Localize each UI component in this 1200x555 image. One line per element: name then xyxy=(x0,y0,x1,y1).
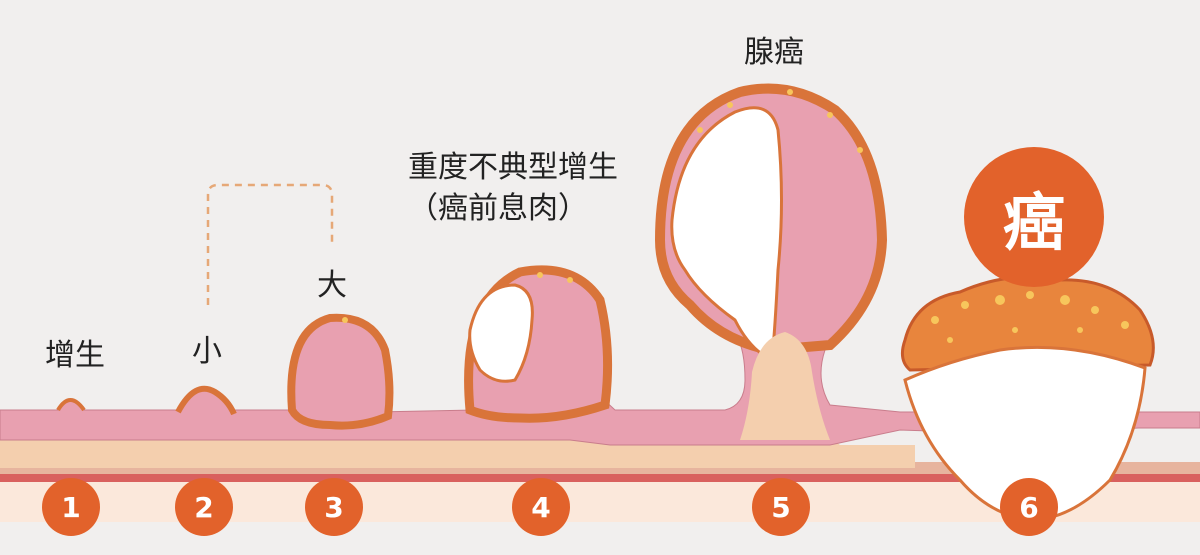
polyp-5-white-core xyxy=(670,106,783,363)
size-bracket-dashed xyxy=(206,183,334,305)
polyp-2 xyxy=(175,385,237,416)
step-4-badge: 4 xyxy=(512,478,570,536)
label-small: 小 xyxy=(192,334,222,369)
label-severe-dysplasia: 重度不典型增生 xyxy=(408,150,618,185)
step-3-badge: 3 xyxy=(305,478,363,536)
step-1-badge: 1 xyxy=(42,478,100,536)
polyp-6-white-body xyxy=(903,345,1147,522)
polyp-4-white-core xyxy=(468,283,534,383)
submucosa-layer xyxy=(0,335,915,468)
label-adenocarcinoma: 腺癌 xyxy=(744,35,804,70)
polyp-3 xyxy=(287,313,394,430)
step-2-badge: 2 xyxy=(175,478,233,536)
polyp-5-stalk xyxy=(740,332,830,440)
cancer-badge: 癌 xyxy=(964,147,1104,287)
label-large: 大 xyxy=(317,268,347,303)
muscle-layer-red xyxy=(0,474,1200,482)
label-precancerous-polyp: （癌前息肉） xyxy=(408,191,588,226)
step-5-badge: 5 xyxy=(752,478,810,536)
polyp-1 xyxy=(56,398,86,412)
crust-spots xyxy=(342,89,1129,343)
label-hyperplasia: 增生 xyxy=(45,338,105,373)
step-6-badge: 6 xyxy=(1000,478,1058,536)
polyp-6-crust xyxy=(900,275,1155,372)
